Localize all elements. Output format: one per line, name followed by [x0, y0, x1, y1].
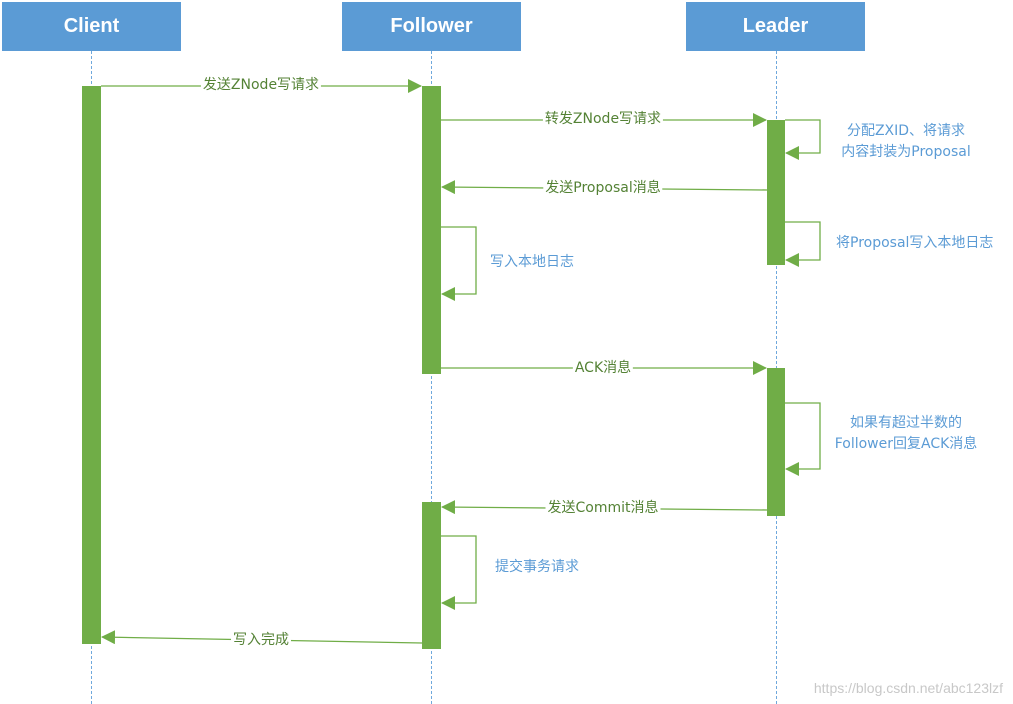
label-send-commit: 发送Commit消息 [545, 500, 661, 516]
activation-follower-1 [422, 86, 441, 374]
arrow-self-leader-log [785, 221, 821, 267]
label-ack: ACK消息 [572, 360, 634, 376]
activation-follower-2 [422, 502, 441, 649]
note-assign-zxid: 分配ZXID、将请求 内容封装为Proposal [836, 121, 976, 163]
note-majority-ack-line2: Follower回复ACK消息 [834, 436, 978, 452]
arrow-self-follower-log [441, 226, 477, 301]
label-forward-write-request: 转发ZNode写请求 [542, 111, 664, 127]
note-follower-write-log: 写入本地日志 [490, 254, 574, 270]
activation-leader-2 [767, 368, 785, 516]
activation-client [82, 86, 101, 644]
watermark: https://blog.csdn.net/abc123lzf [813, 680, 1003, 696]
actor-leader: Leader [686, 2, 865, 51]
note-commit-transaction: 提交事务请求 [495, 559, 579, 575]
note-assign-zxid-line1: 分配ZXID、将请求 [846, 123, 966, 139]
label-write-complete: 写入完成 [231, 632, 291, 648]
arrow-self-commit [441, 535, 477, 610]
label-send-write-request: 发送ZNode写请求 [200, 77, 322, 93]
note-leader-write-log: 将Proposal写入本地日志 [836, 235, 994, 251]
arrow-self-majority [785, 402, 821, 476]
actor-follower: Follower [342, 2, 521, 51]
actor-client: Client [2, 2, 181, 51]
lifeline-follower [431, 51, 432, 704]
arrow-self-assign-zxid [785, 119, 821, 160]
note-assign-zxid-line2: 内容封装为Proposal [841, 144, 971, 160]
note-majority-ack: 如果有超过半数的 Follower回复ACK消息 [830, 413, 982, 455]
activation-leader-1 [767, 120, 785, 265]
note-majority-ack-line1: 如果有超过半数的 [850, 415, 962, 431]
label-send-proposal: 发送Proposal消息 [543, 180, 663, 196]
